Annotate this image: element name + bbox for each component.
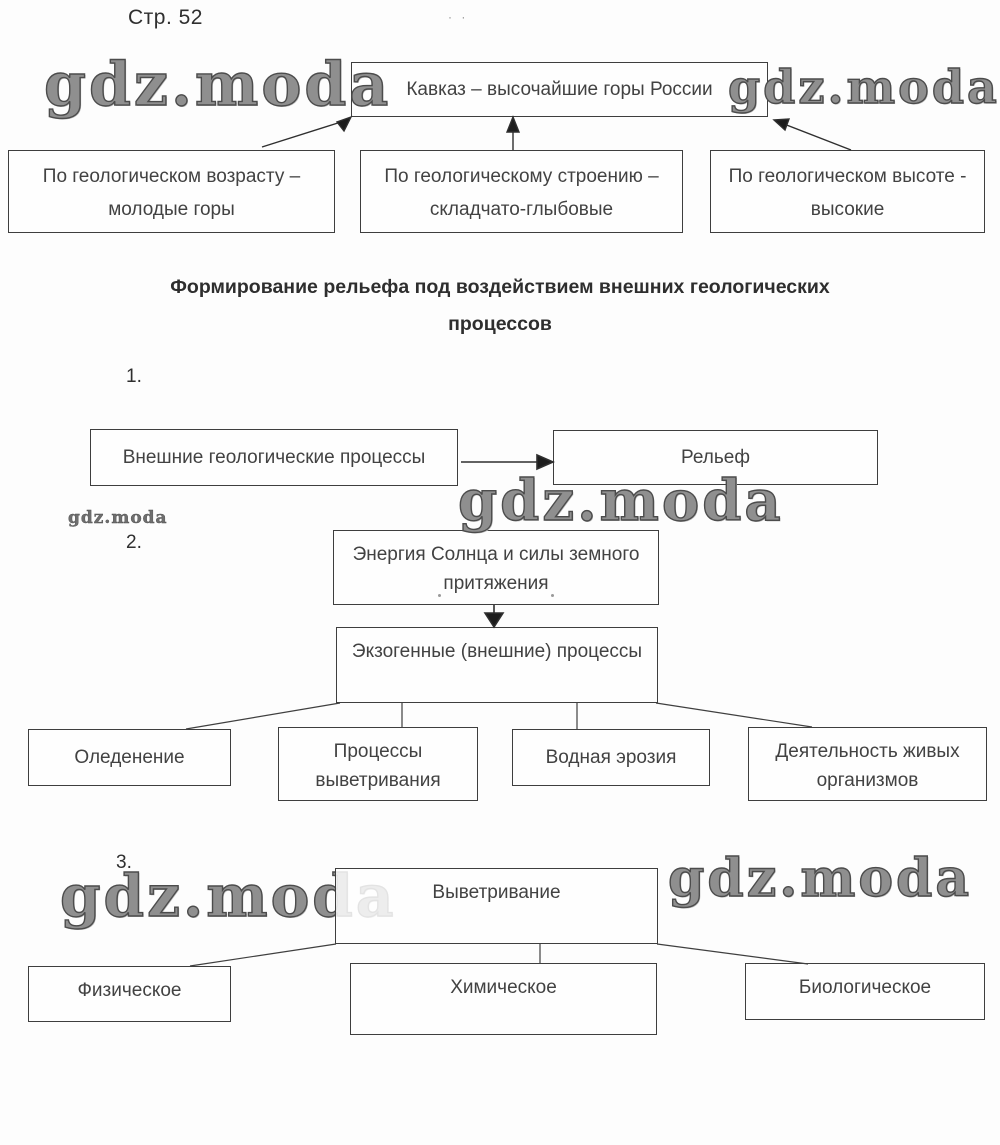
watermark-section3-right: gdz.moda [667, 847, 973, 909]
node-weathering-root: Выветривание [335, 868, 658, 944]
connector-weathering-biological [656, 943, 809, 965]
watermark-small-left: gdz.moda [68, 508, 168, 528]
node-geological-height: По геологическом высоте - высокие [710, 150, 985, 233]
section-heading-line2: процессов [448, 313, 552, 335]
scan-speck [438, 594, 441, 597]
section-heading-line1: Формирование рельефа под воздействием вн… [170, 276, 830, 298]
list-number-2: 2. [126, 532, 142, 553]
node-geological-age: По геологическом возрасту – молодые горы [8, 150, 335, 233]
node-sun-energy: Энергия Солнца и силы земного притяжения [333, 530, 659, 605]
node-biological: Биологическое [745, 963, 985, 1020]
node-kavkaz-root: Кавказ – высочайшие горы России [351, 62, 768, 117]
arrowhead-age-to-root [335, 115, 353, 133]
list-number-3: 3. [116, 852, 132, 873]
node-glaciation: Оледенение [28, 729, 231, 786]
connector-exogenous-organisms [655, 702, 813, 728]
connector-exogenous-glaciation [185, 702, 341, 730]
node-relief: Рельеф [553, 430, 878, 485]
node-water-erosion: Водная эрозия [512, 729, 710, 786]
arrowhead-energy-to-exogenous [483, 612, 505, 629]
connector-weathering-physical [189, 943, 337, 967]
watermark-top-left: gdz.moda [43, 49, 392, 120]
node-external-processes: Внешние геологические процессы [90, 429, 458, 486]
arrowhead-structure-to-root [505, 115, 521, 133]
scan-smudge: · · [448, 10, 469, 24]
arrowhead-processes-to-relief [536, 453, 555, 471]
scan-speck [551, 594, 554, 597]
node-geological-structure: По геологическому строению – складчато-г… [360, 150, 683, 233]
node-physical: Физическое [28, 966, 231, 1022]
node-weathering-processes: Процессы выветривания [278, 727, 478, 801]
page-number-label: Стр. 52 [128, 6, 203, 29]
arrow-line-age-to-root [261, 121, 342, 148]
arrow-line-height-to-root [783, 123, 852, 151]
node-living-organisms: Деятельность живых организмов [748, 727, 987, 801]
node-exogenous-processes: Экзогенные (внешние) процессы [336, 627, 658, 703]
list-number-1: 1. [126, 366, 142, 387]
node-chemical: Химическое [350, 963, 657, 1035]
watermark-top-right: gdz.moda [727, 59, 1000, 114]
arrowhead-height-to-root [772, 118, 791, 132]
